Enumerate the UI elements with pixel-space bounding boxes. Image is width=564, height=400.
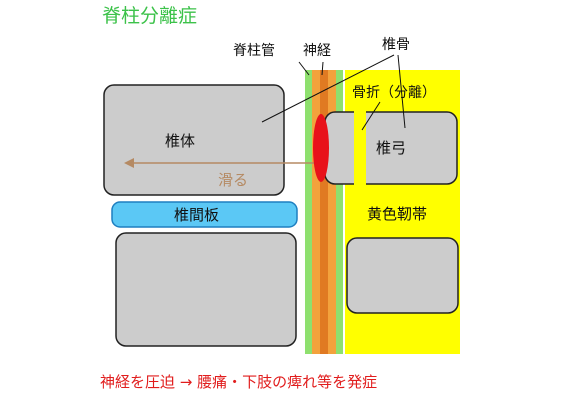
vertebral-body-upper xyxy=(103,84,285,196)
ligamentum-flavum-label: 黄色靭帯 xyxy=(367,205,427,223)
nerve-label: 神経 xyxy=(303,43,331,59)
nerve-compression-mark xyxy=(313,114,329,182)
leader-vertebra-arch xyxy=(397,54,406,129)
disc-label: 椎間板 xyxy=(174,206,219,224)
intervertebral-disc xyxy=(111,201,298,228)
vertebral-body-lower xyxy=(115,232,297,347)
caption: 神経を圧迫 → 腰痛・下肢の痺れ等を発症 xyxy=(100,373,377,391)
leader-fracture xyxy=(361,101,381,131)
leader-vertebra-body xyxy=(261,54,395,123)
slide-label: 滑る xyxy=(218,171,248,189)
leader-nerve xyxy=(321,61,324,76)
spinal-canal-label: 脊柱管 xyxy=(233,43,275,59)
vertebral-body-label: 椎体 xyxy=(165,132,195,150)
fracture-gap xyxy=(354,108,366,188)
vertebral-arch-lower xyxy=(346,237,459,314)
slide-arrowhead xyxy=(124,158,134,168)
fracture-label: 骨折（分離） xyxy=(352,84,436,101)
vertebral-arch-label: 椎弓 xyxy=(376,139,406,157)
leader-spinal-canal xyxy=(298,61,310,76)
nerve-core-strip xyxy=(320,70,328,354)
diagram-title: 脊柱分離症 xyxy=(102,5,197,27)
vertebra-label: 椎骨 xyxy=(382,37,410,53)
